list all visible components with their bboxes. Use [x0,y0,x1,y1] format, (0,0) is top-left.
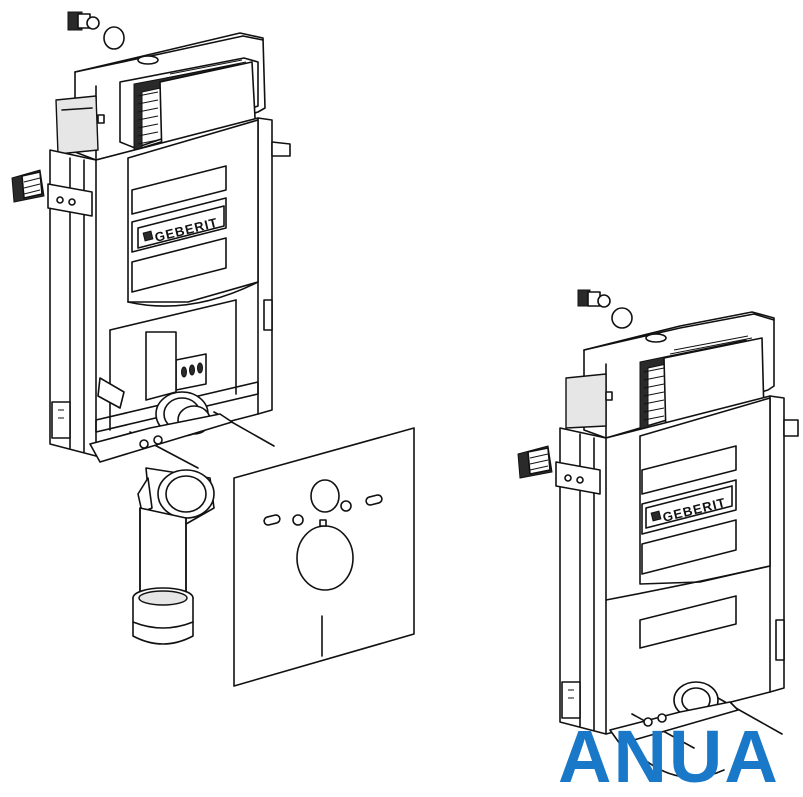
left-fixing-screw [67,11,100,31]
right-fixing-screw [577,289,611,308]
right-installation-frame: GEBERIT [517,289,799,779]
right-drain-connector [609,681,783,779]
watermark-text: ANUA [558,715,780,797]
left-seal-ring [103,26,125,50]
left-frame-body [49,117,291,457]
left-bottom-bracket [97,353,207,409]
sound-insulation-mat [233,427,415,687]
left-drain-pipe [89,331,275,645]
left-installation-frame: GEBERIT [11,11,291,645]
left-wall-bracket [11,169,93,217]
right-seal-ring [611,307,633,329]
right-wall-bracket [517,445,601,495]
right-frame-body [559,395,799,735]
